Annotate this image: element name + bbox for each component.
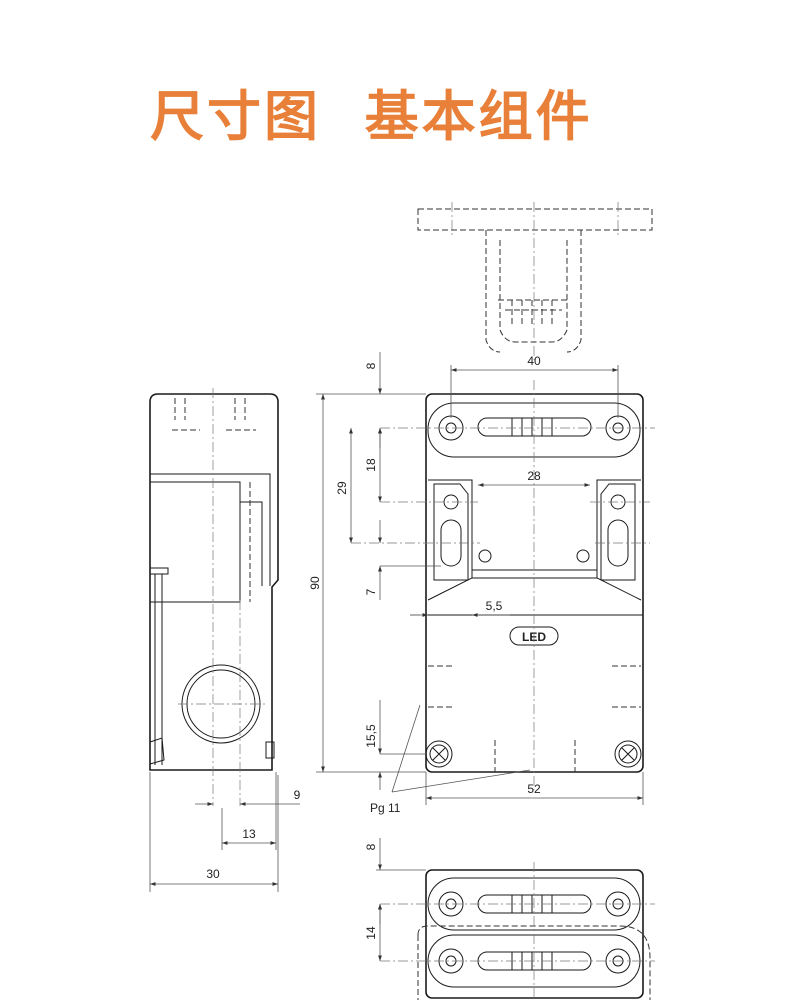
dim-bottom-hole-height: 15,5 (364, 724, 378, 748)
front-dimensions: 40 28 90 29 8 18 7 5,5 15,5 (308, 352, 644, 815)
dim-side-cable-offset: 13 (242, 827, 256, 841)
dim-side-depth-offset: 9 (294, 788, 301, 802)
dim-top-margin: 8 (364, 362, 378, 369)
dim-inner-width: 28 (527, 469, 541, 483)
actuator-outline (417, 202, 653, 360)
dim-overall-height: 90 (308, 576, 322, 590)
dim-slot-spacing: 29 (335, 481, 349, 495)
dim-bottom-spacing: 14 (364, 926, 378, 940)
bottom-view (380, 862, 655, 1000)
bottom-dimensions: 8 14 (364, 838, 426, 961)
conduit-label: Pg 11 (370, 801, 401, 815)
dim-overall-width: 52 (527, 782, 541, 796)
dim-lower-gap: 7 (364, 588, 378, 595)
dim-side-depth: 30 (206, 867, 220, 881)
dim-bottom-top-margin: 8 (364, 843, 378, 850)
side-view (149, 388, 279, 806)
side-dimensions: 9 13 30 (149, 772, 301, 892)
dim-hole-spacing: 18 (364, 458, 378, 472)
dim-offset-small: 5,5 (486, 599, 503, 613)
front-view: LED (351, 380, 655, 790)
dim-top-width: 40 (527, 354, 541, 368)
page-title: 尺寸图 基本组件 (150, 85, 593, 148)
